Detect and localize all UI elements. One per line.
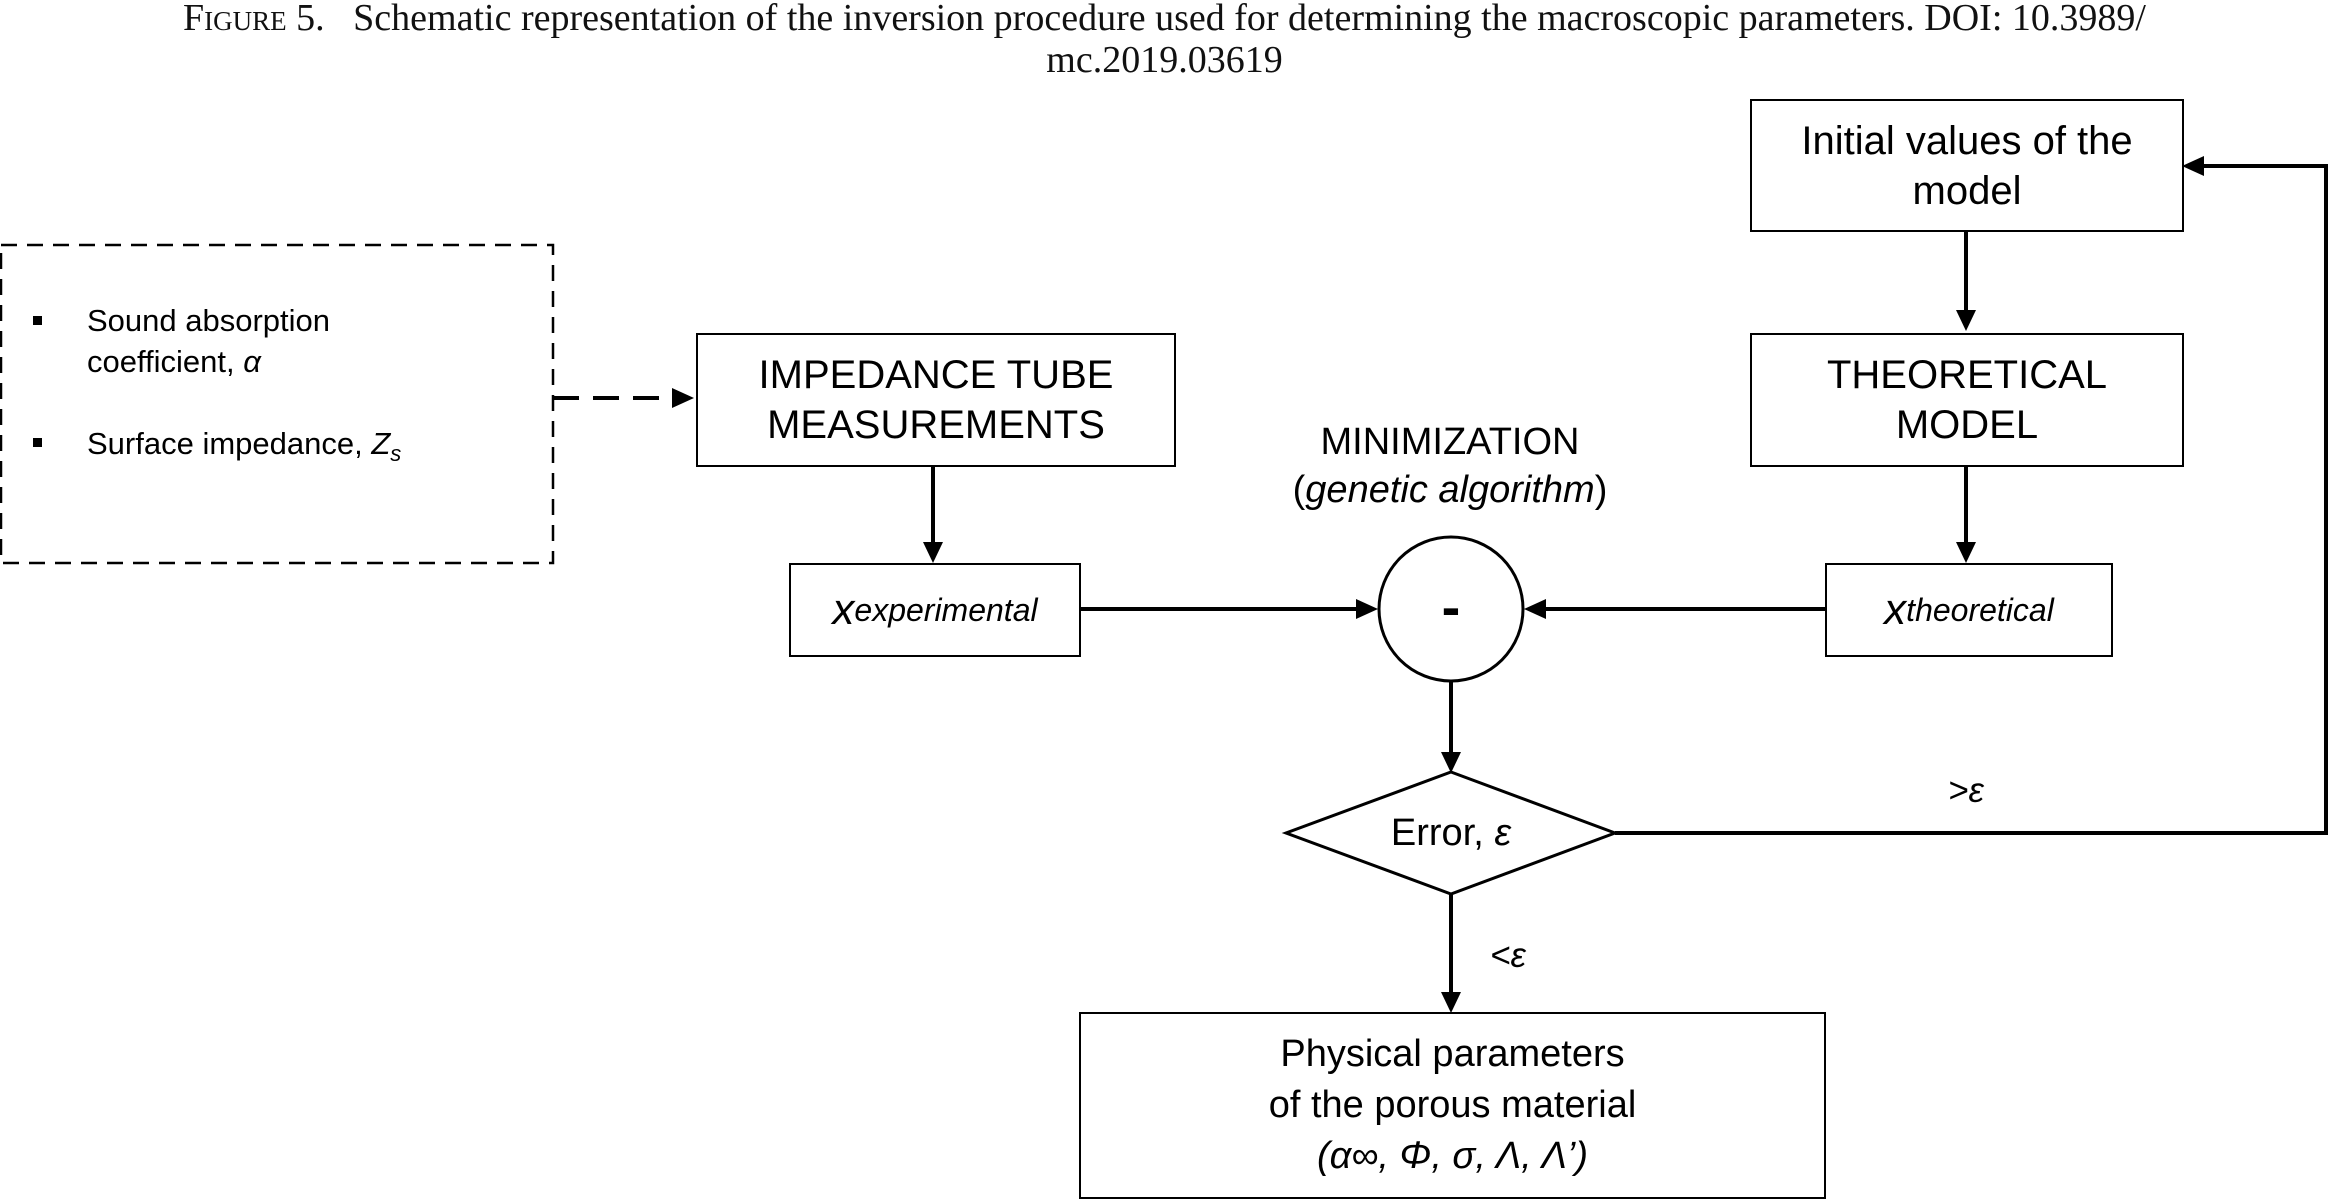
result-line1: Physical parameters xyxy=(1280,1033,1625,1075)
minimization-label: MINIMIZATION (genetic algorithm) xyxy=(1240,418,1660,514)
minus-symbol: - xyxy=(1441,575,1461,638)
theoretical-line1: THEORETICAL xyxy=(1826,353,2108,397)
result-line2: of the porous material xyxy=(1268,1084,1637,1126)
paren-open: ( xyxy=(1292,469,1306,511)
z-subscript: s xyxy=(390,441,402,467)
result-line3: (α∞, Φ, σ, Λ, Λ’) xyxy=(1316,1135,1588,1177)
input-item-absorption: Sound absorption coefficient, α xyxy=(87,300,330,382)
less-than-epsilon-label: <ε xyxy=(1490,936,1526,975)
figure-caption: Figure 5. Schematic representation of th… xyxy=(0,0,2329,40)
input-item-absorption-line1: Sound absorption xyxy=(87,303,331,338)
caption-line2: mc.2019.03619 xyxy=(1046,39,1283,81)
initial-line1: Initial values of the xyxy=(1801,118,2133,163)
arrowhead-xexp xyxy=(923,542,943,563)
arrowhead-xtheo xyxy=(1956,542,1976,563)
feedback-loop-line xyxy=(1615,164,2328,835)
error-text: Error, xyxy=(1390,812,1495,854)
theoretical-line2: MODEL xyxy=(1895,403,2039,447)
arrowhead-error xyxy=(1441,752,1461,773)
arrowhead-result xyxy=(1441,992,1461,1013)
impedance-line2: MEASUREMENTS xyxy=(767,403,1105,447)
theoretical-model-box: THEORETICAL MODEL xyxy=(1750,333,2184,467)
arrowhead-theoretical xyxy=(1956,310,1976,331)
initial-values-box: Initial values of the model xyxy=(1750,99,2184,232)
z-symbol: Z xyxy=(371,426,391,461)
dashed-arrowhead xyxy=(672,388,694,408)
error-label: Error, ε xyxy=(1336,810,1566,856)
arrowhead-circle-left xyxy=(1356,599,1378,619)
bullet-marker xyxy=(33,316,42,325)
inputs-panel-border xyxy=(0,243,555,565)
physical-parameters-box: Physical parameters of the porous materia… xyxy=(1079,1012,1826,1199)
impedance-line1: IMPEDANCE TUBE xyxy=(758,353,1114,397)
alpha-symbol: α xyxy=(243,344,261,379)
bullet-marker xyxy=(33,438,42,447)
impedance-tube-box: IMPEDANCE TUBE MEASUREMENTS xyxy=(696,333,1176,467)
greater-than-epsilon-label: >ε xyxy=(1948,771,1984,810)
input-item-absorption-line2: coefficient, α xyxy=(87,341,330,382)
caption-text-line1: Schematic representation of the inversio… xyxy=(353,0,2146,39)
input-item-impedance: Surface impedance, Zs xyxy=(87,423,401,474)
x-exp-base: x xyxy=(832,585,855,634)
figure-label: Figure 5. xyxy=(183,0,325,39)
absorption-text: coefficient, xyxy=(87,344,244,379)
genetic-algorithm-text: genetic algorithm xyxy=(1305,469,1595,511)
minimization-subtitle: (genetic algorithm) xyxy=(1240,466,1660,514)
x-theo-base: x xyxy=(1884,585,1907,634)
minimization-title: MINIMIZATION xyxy=(1320,421,1580,463)
initial-line2: model xyxy=(1912,168,2022,213)
arrowhead-initial xyxy=(2182,156,2204,176)
x-exp-subscript: experimental xyxy=(854,591,1038,628)
epsilon-symbol: ε xyxy=(1494,812,1512,854)
x-theo-subscript: theoretical xyxy=(1906,591,2054,628)
arrowhead-circle-right xyxy=(1524,599,1546,619)
paren-close: ) xyxy=(1594,469,1608,511)
impedance-text: Surface impedance, xyxy=(87,426,372,461)
